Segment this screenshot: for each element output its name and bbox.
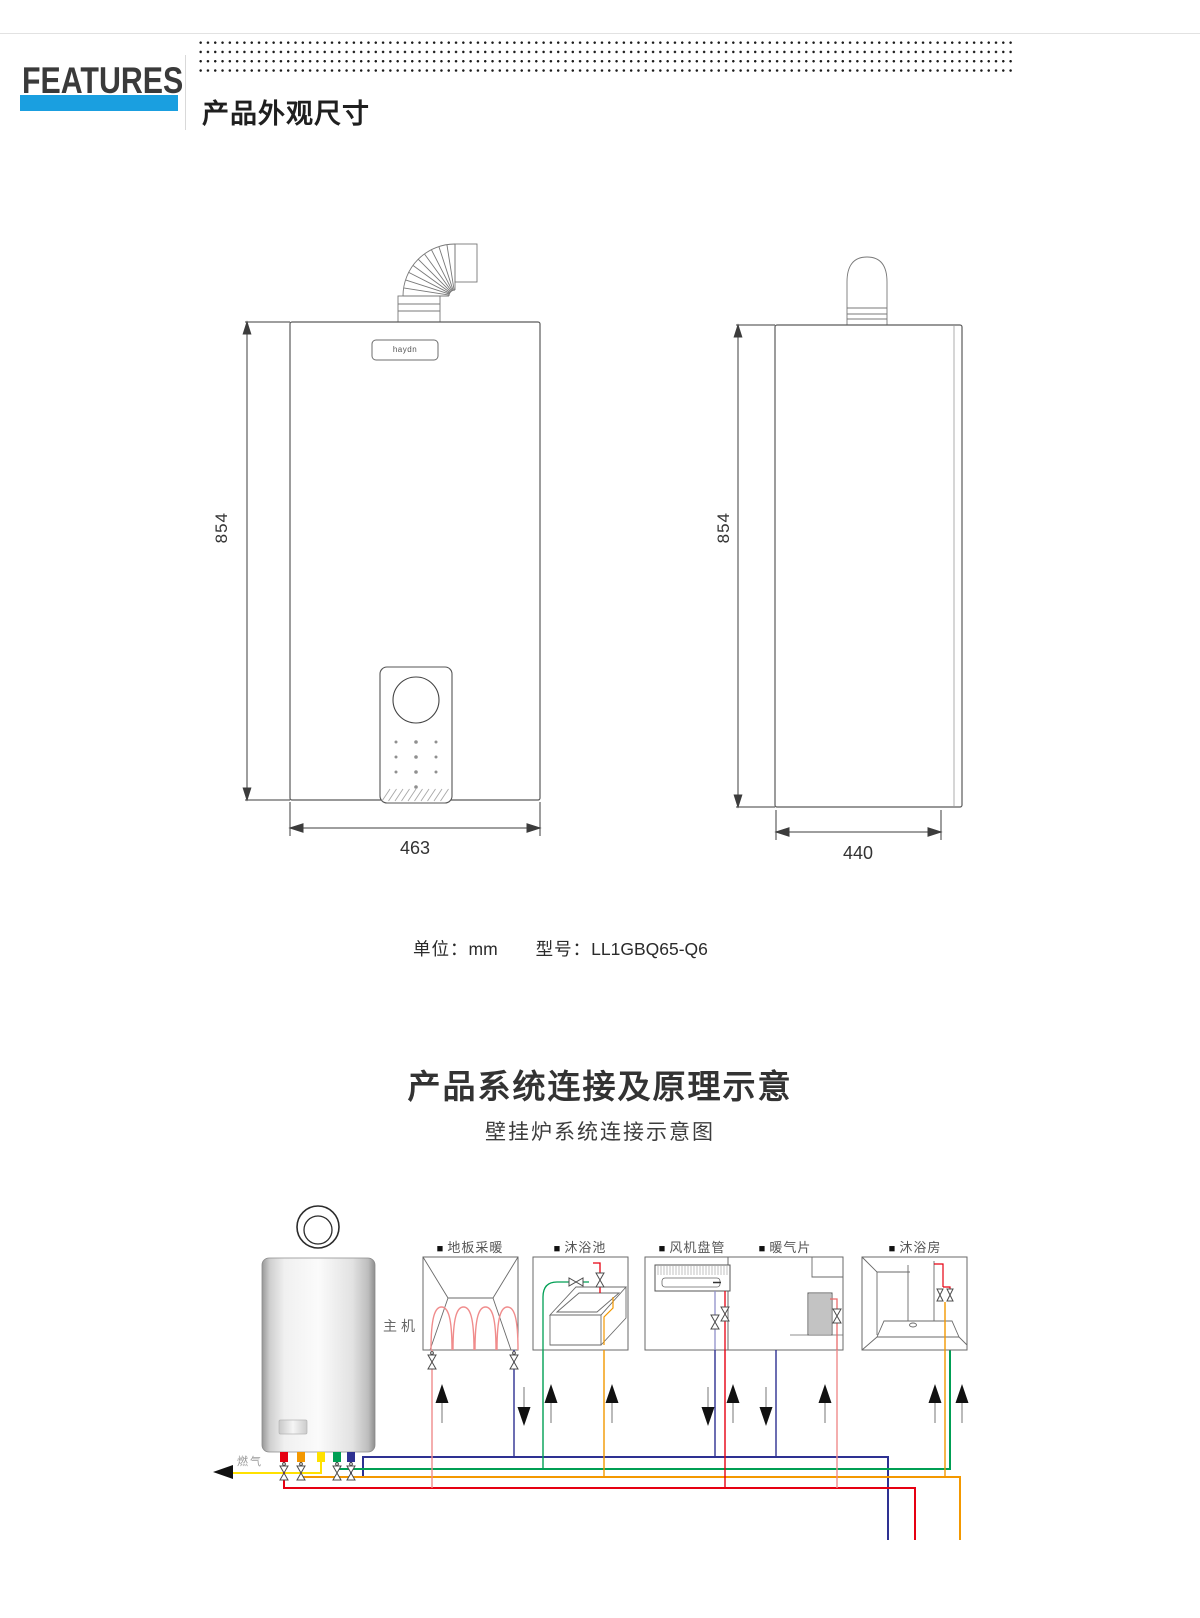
side-depth-value: 440 [842, 843, 874, 863]
app-label-text: 地板采暖 [447, 1240, 504, 1255]
unit-spec: 单位：mm [413, 936, 498, 961]
brand-label: haydn [392, 345, 418, 354]
heating-coil [430, 1306, 519, 1351]
arrow-up [435, 1384, 449, 1423]
label-shower-room: ■沐浴房 [860, 1237, 970, 1256]
unit-value: mm [468, 939, 498, 959]
arrow-up [955, 1384, 969, 1423]
shower-room-art [861, 1256, 968, 1351]
system-section-title: 产品系统连接及原理示意 [407, 1068, 793, 1105]
square-bullet-icon: ■ [553, 1243, 562, 1255]
label-radiator: ■暖气片 [730, 1237, 840, 1256]
header-divider [185, 55, 186, 130]
square-bullet-icon: ■ [758, 1243, 767, 1255]
panel-hatch [381, 788, 449, 802]
label-bathtub: ■沐浴池 [525, 1237, 635, 1256]
arrow-down [759, 1387, 773, 1426]
gas-label: 燃气 [237, 1456, 263, 1468]
side-unit-outline [774, 324, 963, 808]
radiator-art [790, 1257, 843, 1350]
box-shower-room [861, 1256, 968, 1351]
control-panel [379, 666, 453, 804]
app-label-text: 暖气片 [769, 1240, 812, 1255]
side-view-drawing [733, 256, 963, 840]
dimension-depth-side [774, 810, 943, 840]
arrow-down [517, 1387, 531, 1426]
unit-label: 单位： [413, 939, 469, 959]
boiler-label: 主机 [383, 1318, 419, 1334]
boiler-display [278, 1419, 308, 1435]
front-height-value: 854 [212, 512, 231, 544]
brand-plate [371, 339, 439, 361]
gas-arrow-icon [213, 1465, 233, 1479]
square-bullet-icon: ■ [436, 1243, 445, 1255]
dimension-height-front [242, 320, 290, 802]
label-floor-heating: ■地板采暖 [415, 1237, 525, 1256]
box-floor-heating [422, 1256, 519, 1351]
section-title-dimensions: 产品外观尺寸 [202, 99, 370, 129]
arrow-up [544, 1384, 558, 1423]
arrow-up [726, 1384, 740, 1423]
front-view-drawing [242, 243, 542, 836]
halftone-dots-decoration [197, 38, 1015, 75]
side-height-value: 854 [714, 512, 733, 544]
floor-heating-art [422, 1256, 519, 1351]
boiler-unit [261, 1205, 376, 1453]
valve-symbols [279, 1272, 954, 1481]
system-diagram [213, 1205, 969, 1540]
dimension-height-side [733, 323, 775, 809]
square-bullet-icon: ■ [888, 1243, 897, 1255]
app-label-text: 沐浴池 [564, 1240, 607, 1255]
model-value: LL1GBQ65-Q6 [591, 939, 708, 959]
branch-pipes [431, 1302, 946, 1488]
accent-bar [20, 95, 178, 111]
arrow-up [818, 1384, 832, 1423]
heating-supply-bus [283, 1462, 916, 1540]
app-label-text: 沐浴房 [899, 1240, 942, 1255]
dimension-width-front [288, 802, 542, 836]
features-logo: FEATURES [22, 60, 184, 101]
app-label-text: 风机盘管 [669, 1240, 726, 1255]
pipe-bus-lines [283, 1325, 961, 1540]
model-spec: 型号：LL1GBQ65-Q6 [536, 936, 708, 961]
flue-dome-icon [846, 256, 888, 325]
label-fan-coil: ■风机盘管 [637, 1237, 747, 1256]
square-bullet-icon: ■ [658, 1243, 667, 1255]
box-bathtub [532, 1256, 629, 1351]
gas-inlet [213, 1462, 322, 1479]
header-rule [0, 33, 1200, 34]
arrow-up [605, 1384, 619, 1423]
model-label: 型号： [535, 939, 592, 959]
flue-elbow-icon [397, 243, 478, 323]
front-width-value: 463 [399, 838, 431, 858]
spec-line: 单位：mm 型号：LL1GBQ65-Q6 [413, 936, 708, 961]
system-section-subtitle: 壁挂炉系统连接示意图 [485, 1121, 715, 1144]
arrow-up [928, 1384, 942, 1423]
hot-water-bus [300, 1462, 961, 1540]
arrow-down [701, 1387, 715, 1426]
flow-arrows [435, 1384, 969, 1426]
bathtub-art [542, 1262, 628, 1351]
boiler-pipe-stubs [280, 1452, 355, 1462]
